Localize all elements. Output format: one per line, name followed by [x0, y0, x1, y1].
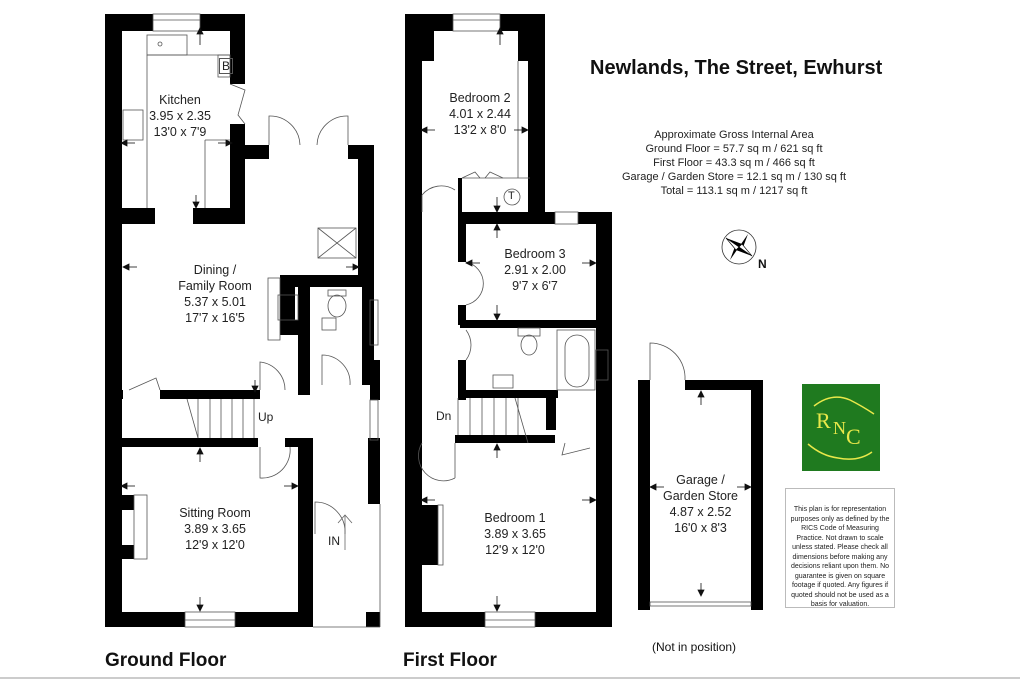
area-total: Total = 113.1 sq m / 1217 sq ft [660, 185, 808, 197]
area-heading: Approximate Gross Internal Area [654, 129, 814, 141]
logo-letter-c: C [846, 424, 861, 449]
area-garage: Garage / Garden Store = 12.1 sq m / 130 … [621, 171, 847, 183]
logo-swoosh-icon [807, 396, 875, 460]
area-ground-floor: Ground Floor = 57.7 sq m / 621 sq ft [645, 143, 823, 155]
tank-mark: T [508, 190, 515, 202]
room-bedroom-3: Bedroom 3 2.91 x 2.00 9'7 x 6'7 [504, 247, 566, 293]
compass-icon [721, 229, 757, 265]
entrance-label: IN [328, 534, 340, 548]
room-garage: Garage / Garden Store 4.87 x 2.52 16'0 x… [662, 473, 739, 535]
ground-floor-label: Ground Floor [105, 650, 227, 671]
logo-letter-r: R [816, 408, 831, 433]
first-floor-label: First Floor [403, 650, 497, 671]
garage-note: (Not in position) [652, 640, 737, 654]
logo-letter-n: N [833, 418, 846, 438]
stairs-up-label: Up [258, 410, 274, 424]
room-kitchen: Kitchen 3.95 x 2.35 13'0 x 7'9 [149, 93, 211, 139]
area-first-floor: First Floor = 43.3 sq m / 466 sq ft [653, 157, 815, 169]
bottom-divider [0, 677, 1020, 679]
compass-north-label: N [758, 257, 767, 271]
area-summary: Approximate Gross Internal Area Ground F… [600, 128, 868, 198]
stairs-down-label: Dn [436, 409, 452, 423]
room-dining-family: Dining / Family Room 5.37 x 5.01 17'7 x … [178, 263, 252, 325]
disclaimer-box: This plan is for representation purposes… [785, 488, 895, 608]
room-sitting: Sitting Room 3.89 x 3.65 12'9 x 12'0 [179, 506, 251, 552]
room-bedroom-2: Bedroom 2 4.01 x 2.44 13'2 x 8'0 [449, 91, 511, 137]
property-title: Newlands, The Street, Ewhurst [590, 57, 883, 79]
room-bedroom-1: Bedroom 1 3.89 x 3.65 12'9 x 12'0 [484, 511, 546, 557]
rnc-logo: R N C [802, 384, 880, 471]
boiler-mark: B [219, 58, 234, 74]
